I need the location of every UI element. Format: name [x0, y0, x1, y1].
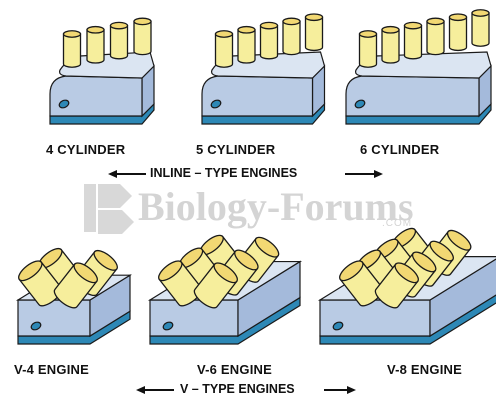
engine-6-cylinder-cylinder-2-top: [381, 25, 400, 34]
engine-5-cylinder-cylinder-2-body: [237, 29, 256, 64]
inline-arrow-right-line: [345, 173, 375, 175]
engine-6-cylinder-shaft: [354, 99, 366, 109]
engine-6-cylinder-cylinder-5-top: [448, 13, 468, 22]
engine-4-cylinder-cylinder-4-top: [133, 17, 152, 26]
engine-v8-right-cylinder-3-top: [429, 240, 454, 262]
label-v8-engine: V-8 ENGINE: [387, 362, 462, 377]
v-arrow-right-head: [347, 386, 356, 394]
engine-v4-right-cylinder-1: [53, 262, 98, 309]
inline-type-engines-label: INLINE – TYPE ENGINES: [150, 166, 298, 180]
watermark-text: Biology-Forums: [138, 184, 414, 229]
engine-5-cylinder-cylinder-4-body: [282, 20, 301, 56]
engine-v4-shaft: [30, 321, 42, 331]
engine-6-cylinder-cylinder-5-body: [448, 16, 468, 52]
engine-5-cylinder-cylinder-1-body: [214, 33, 234, 68]
engine-v8-right-cylinder-2-top: [411, 251, 437, 273]
engine-6-cylinder-front: [345, 75, 480, 117]
engine-4-cylinder: [49, 17, 155, 125]
engine-v6-left-cylinder-1-top: [158, 260, 183, 282]
engine-v4-right-cylinder-2-top: [93, 249, 118, 271]
engine-v4-right-cylinder-1-top: [73, 262, 98, 284]
engine-6-cylinder-cylinder-4-body: [426, 20, 445, 56]
label-v4-engine: V-4 ENGINE: [14, 362, 89, 377]
engine-6-cylinder-cylinder-2-body: [381, 29, 400, 64]
engine-v4-left-cylinder-1: [18, 260, 63, 307]
label-5-cylinder: 5 CYLINDER: [196, 142, 276, 157]
engine-v4-front: [17, 299, 91, 337]
engine-4-cylinder-cylinder-4-body: [133, 20, 152, 56]
inline-arrow-left-head: [108, 170, 117, 178]
engine-v8-right-cylinder-1: [374, 262, 419, 309]
engine-4-cylinder-cylinder-2-top: [86, 25, 105, 34]
engine-v6-right-cylinder-2-top: [234, 249, 259, 271]
engine-v8: [317, 227, 496, 345]
engine-v6-front: [149, 299, 239, 337]
engine-v8-front: [319, 299, 431, 337]
engine-5-cylinder-shaft: [210, 99, 222, 109]
engine-v6: [147, 234, 303, 345]
inline-arrow-right-head: [374, 170, 383, 178]
watermark-logo-icon: [84, 184, 134, 234]
engine-4-cylinder-cylinder-2-body: [86, 29, 105, 64]
watermark-domain: .COM: [382, 218, 413, 229]
engine-v6-right-cylinder-1: [193, 262, 238, 309]
engine-v8-left-cylinder-1-top: [339, 260, 364, 282]
engine-v8-right-cylinder-4-top: [446, 229, 472, 251]
v-arrow-right-line: [324, 389, 348, 391]
engine-6-cylinder: [345, 9, 492, 125]
engine-6-cylinder-cylinder-3-top: [403, 21, 423, 30]
inline-arrow-left-line: [114, 173, 146, 175]
label-6-cylinder: 6 CYLINDER: [360, 142, 440, 157]
engine-5-cylinder-cylinder-1-top: [214, 30, 234, 38]
engine-5-cylinder-cylinder-5-body: [304, 16, 324, 52]
engine-6-cylinder-cylinder-1-top: [358, 30, 378, 38]
engine-5-cylinder-cylinder-3-top: [259, 21, 279, 30]
engine-5-cylinder-cylinder-3-body: [259, 24, 279, 60]
v-type-engines-label: V – TYPE ENGINES: [180, 382, 295, 396]
engine-4-cylinder-cylinder-3-top: [109, 21, 129, 30]
engine-v6-right-cylinder-3-top: [254, 236, 280, 258]
v-arrow-left-head: [136, 386, 145, 394]
engine-v8-shaft: [332, 321, 344, 331]
engine-5-cylinder-front: [201, 75, 314, 117]
engine-4-cylinder-front: [49, 75, 143, 117]
engine-5-cylinder-cylinder-2-top: [237, 25, 256, 34]
v-arrow-left-line: [142, 389, 174, 391]
engine-4-cylinder-shaft: [58, 99, 70, 109]
label-4-cylinder: 4 CYLINDER: [46, 142, 126, 157]
engine-6-cylinder-cylinder-6-body: [471, 12, 490, 47]
engine-5-cylinder: [201, 13, 326, 125]
engine-v4-left-cylinder-1-top: [18, 260, 43, 282]
engine-5-cylinder-cylinder-5-top: [304, 13, 324, 22]
engine-v6-right-cylinder-1-top: [213, 262, 238, 284]
engine-6-cylinder-cylinder-3-body: [403, 24, 423, 60]
engine-6-cylinder-cylinder-1-body: [358, 33, 378, 68]
engine-5-cylinder-cylinder-4-top: [282, 17, 301, 26]
engine-v4: [15, 247, 133, 345]
engine-4-cylinder-cylinder-1-top: [62, 30, 82, 38]
engine-6-cylinder-cylinder-4-top: [426, 17, 445, 26]
engine-6-cylinder-cylinder-6-top: [471, 9, 490, 17]
engine-4-cylinder-cylinder-1-body: [62, 33, 82, 68]
label-v6-engine: V-6 ENGINE: [197, 362, 272, 377]
engine-v8-right-cylinder-1-top: [394, 262, 419, 284]
engine-v6-shaft: [162, 321, 174, 331]
engine-4-cylinder-cylinder-3-body: [109, 24, 129, 60]
